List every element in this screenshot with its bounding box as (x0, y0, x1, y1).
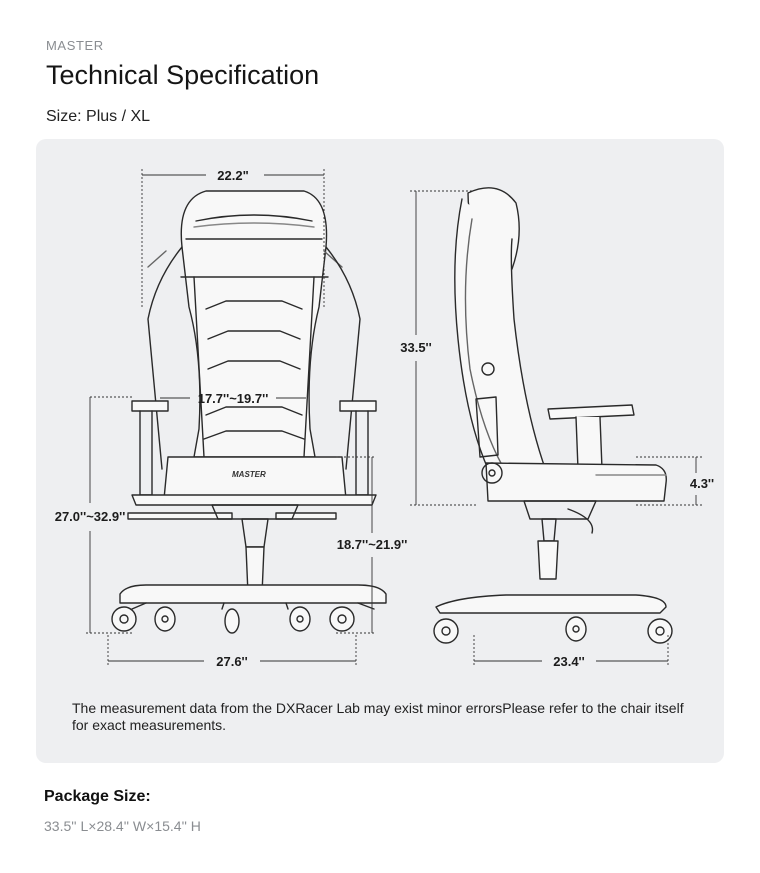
dim-seat-height: 18.7''~21.9'' (337, 537, 408, 552)
package-size-value: 33.5'' L×28.4'' W×15.4'' H (44, 818, 201, 834)
seat-logo-text: MASTER (232, 470, 266, 479)
front-caster-wheels (111, 606, 355, 634)
spec-diagram-panel: MASTER 22.2" 17.7''~19.7'' 27.0''~32.9''… (36, 139, 724, 763)
size-label: Size: Plus / XL (46, 108, 151, 125)
dim-seat-width: 17.7''~19.7'' (198, 391, 269, 406)
dim-back-height: 33.5'' (400, 340, 431, 355)
dim-seat-thickness: 4.3'' (690, 476, 714, 491)
side-caster-wheels (433, 616, 673, 644)
dim-front-top-width: 22.2" (217, 168, 248, 183)
dim-front-base-width: 27.6'' (216, 654, 247, 669)
front-chair-drawing (119, 190, 387, 610)
package-size-label: Package Size: (44, 788, 151, 805)
measurement-disclaimer: The measurement data from the DXRacer La… (72, 700, 684, 733)
side-chair-drawing (435, 187, 667, 614)
dim-side-base-depth: 23.4'' (553, 654, 584, 669)
page-title: Technical Specification (46, 60, 320, 90)
product-series-label: MASTER (46, 38, 104, 53)
dim-armrest-height: 27.0''~32.9'' (55, 509, 126, 524)
chair-dimension-diagram: MASTER 22.2" 17.7''~19.7'' 27.0''~32.9''… (55, 168, 714, 669)
